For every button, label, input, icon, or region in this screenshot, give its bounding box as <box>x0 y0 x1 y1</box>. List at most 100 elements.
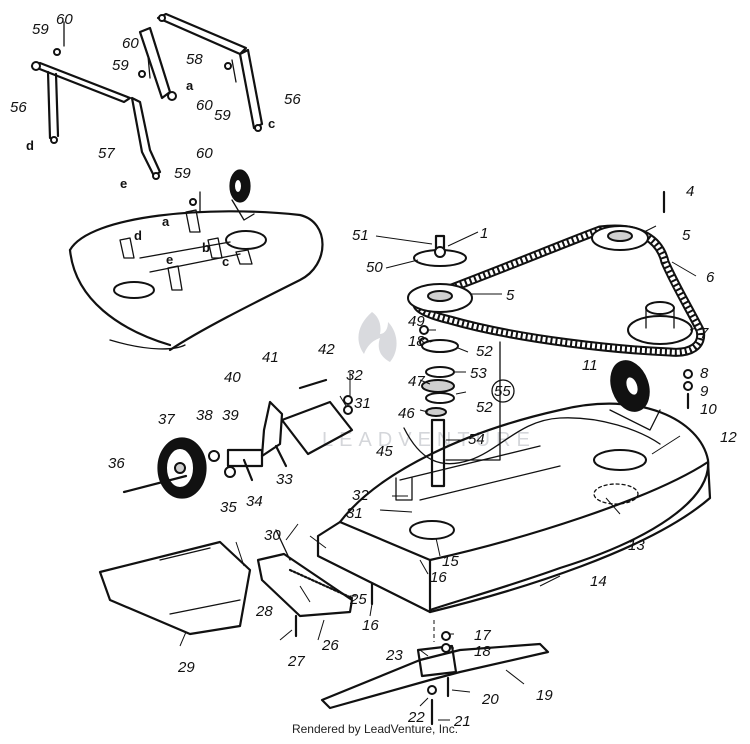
anti-scalp-wheel-hub-small <box>233 178 243 194</box>
washer-38 <box>208 450 220 462</box>
callout-26: 26 <box>321 637 339 654</box>
connection-letter-c: c <box>222 254 229 269</box>
deck-skirt <box>428 460 712 614</box>
callout-19: 19 <box>536 687 553 704</box>
rod-end-left <box>31 61 41 71</box>
callout-60: 60 <box>122 35 139 52</box>
drive-belt-assembly <box>407 190 706 357</box>
callout-40: 40 <box>224 369 241 386</box>
deck-reference-view <box>68 169 324 352</box>
callout-22: 22 <box>407 709 425 726</box>
callout-41: 41 <box>262 349 279 366</box>
chute-rib <box>159 547 241 615</box>
arm-56-left-b <box>54 72 60 138</box>
arm-58-end-a <box>167 91 177 101</box>
deck-skirt-left <box>68 248 172 347</box>
arm-56-right <box>238 48 264 130</box>
axle-bolt-36 <box>122 474 188 494</box>
callout-59: 59 <box>174 165 191 182</box>
callout-29: 29 <box>177 659 195 676</box>
callout-56: 56 <box>10 99 27 116</box>
deck-rib <box>139 241 241 273</box>
spindle-assembly <box>419 325 501 488</box>
callout-52: 52 <box>476 343 493 360</box>
bracket-d <box>119 237 135 259</box>
callout-30: 30 <box>264 527 281 544</box>
clip-59-d <box>189 198 197 206</box>
pivot-rod-30 <box>275 529 291 561</box>
callout-13: 13 <box>628 537 645 554</box>
callout-59: 59 <box>112 57 129 74</box>
connection-letter-a: a <box>162 214 170 229</box>
callout-20: 20 <box>481 691 499 708</box>
callout-12: 12 <box>720 429 737 446</box>
washer-18-bottom <box>441 643 451 653</box>
render-credit: Rendered by LeadVenture, Inc. <box>291 722 459 736</box>
callout-51: 51 <box>352 227 369 244</box>
discharge-chute-group <box>98 529 374 638</box>
lift-arm-58 <box>138 26 172 100</box>
washer-53 <box>425 366 455 378</box>
nut-8 <box>683 369 693 379</box>
hidden-spindle-13 <box>593 483 639 505</box>
callout-33: 33 <box>276 471 293 488</box>
mower-deck-14 <box>316 360 712 614</box>
arm-end-d <box>50 136 58 144</box>
deck-skirt-lower <box>109 339 186 350</box>
engine-pulley-hub <box>607 230 633 242</box>
anti-scalp-wheel-hub-11 <box>624 375 640 397</box>
height-adjust-linkage <box>30 12 264 180</box>
blade-group <box>320 620 550 726</box>
link-57 <box>130 96 162 178</box>
idler-pulley <box>645 301 675 315</box>
deck-channel <box>399 445 561 501</box>
callout-8: 8 <box>700 365 709 382</box>
spindle-housing-right <box>225 230 267 250</box>
callout-59: 59 <box>214 107 231 124</box>
callout-58: 58 <box>186 51 203 68</box>
clip-59-c <box>224 62 232 70</box>
bracket-45 <box>395 477 413 501</box>
washer-22 <box>427 685 437 695</box>
deck-pulley-7 <box>627 315 693 345</box>
washer-9 <box>683 381 693 391</box>
clip-59-b <box>138 70 146 78</box>
gauge-wheel-hub <box>174 462 186 474</box>
connection-letter-b: b <box>202 240 210 255</box>
callout-60: 60 <box>196 97 213 114</box>
spacer-52-top <box>421 339 459 353</box>
arm-56-right-end-c <box>254 124 262 132</box>
bearing-47 <box>421 379 455 393</box>
anti-scalp-bracket-small <box>231 199 255 221</box>
callout-16: 16 <box>430 569 447 586</box>
kit-circle-55 <box>491 379 515 403</box>
spindle-shaft-54 <box>430 418 446 488</box>
nut-32-top <box>343 395 353 405</box>
arm-56-left <box>46 70 52 140</box>
idler-pulley-body <box>645 307 675 329</box>
callout-32: 32 <box>352 487 369 504</box>
callout-18: 18 <box>474 643 491 660</box>
callout-21: 21 <box>453 713 471 730</box>
lever-bracket-41 <box>280 400 354 456</box>
connection-letter-d: d <box>26 138 34 153</box>
callout-47: 47 <box>408 373 425 390</box>
callout-28: 28 <box>255 603 273 620</box>
spring-25 <box>288 568 354 600</box>
callout-15: 15 <box>442 553 459 570</box>
spacer-52-bottom <box>425 392 455 404</box>
cotter-pin-60-b <box>147 55 151 79</box>
gauge-wheel-group <box>122 378 354 499</box>
upper-bar <box>156 12 248 56</box>
callout-18: 18 <box>408 333 425 350</box>
connection-letter-e: e <box>166 252 173 267</box>
callout-59: 59 <box>32 21 49 38</box>
callout-9: 9 <box>700 383 709 400</box>
deck-outline-upper <box>68 210 324 352</box>
callout-54: 54 <box>468 431 485 448</box>
discharge-chute-29 <box>98 540 252 636</box>
bracket-e <box>167 265 183 291</box>
nut-17 <box>441 631 451 641</box>
